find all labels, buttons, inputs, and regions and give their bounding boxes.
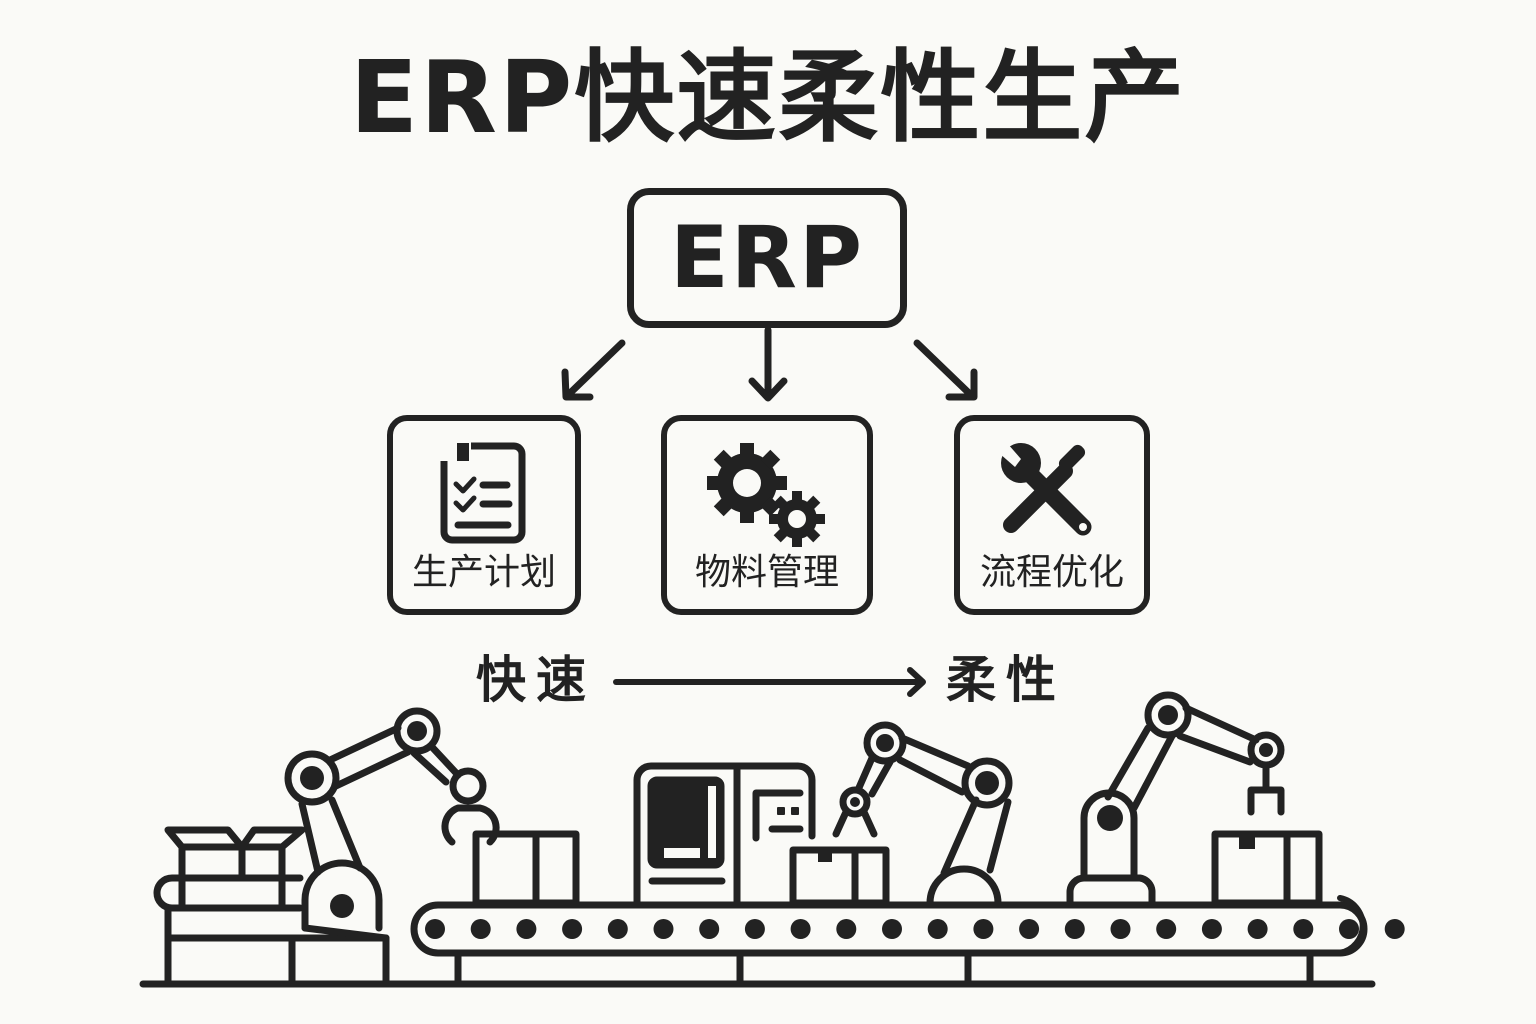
robot-arm-right	[1066, 691, 1285, 909]
robot-arm-middle	[832, 721, 1013, 907]
module-material-management: 物料管理	[661, 415, 873, 615]
roller	[744, 919, 765, 939]
module-process-optimization: 流程优化	[954, 415, 1150, 615]
module-label: 流程优化	[979, 552, 1124, 593]
arrow-to-process-optimization	[913, 339, 978, 401]
roller	[1247, 919, 1268, 939]
joint	[1097, 805, 1123, 831]
box-3	[1211, 830, 1323, 907]
gears-icon	[702, 441, 832, 555]
arrow-to-material-management	[748, 326, 788, 402]
roller	[607, 919, 628, 939]
roller	[1339, 919, 1359, 939]
roller	[699, 919, 720, 939]
joint	[300, 766, 324, 790]
roller	[836, 919, 857, 939]
roller	[882, 919, 902, 939]
module-label: 生产计划	[411, 552, 556, 593]
roller	[790, 919, 811, 939]
roller	[1064, 919, 1085, 939]
checklist-icon	[439, 441, 529, 550]
roller	[1019, 919, 1040, 939]
joint	[975, 771, 999, 795]
wrench-screwdriver-icon	[997, 441, 1107, 550]
roller	[470, 919, 491, 939]
conveyor-rollers	[425, 919, 1405, 939]
joint	[1259, 743, 1273, 757]
box-2	[789, 846, 890, 907]
robot-arm-left	[284, 707, 500, 942]
joint	[1158, 705, 1178, 725]
flow-from-label: 快速	[476, 651, 596, 709]
module-label: 物料管理	[694, 552, 839, 593]
joint	[850, 797, 860, 807]
main-conveyor	[410, 895, 1368, 988]
cnc-machine	[633, 762, 816, 907]
box-1	[472, 830, 580, 907]
roller	[516, 919, 537, 939]
erp-node: ERP	[627, 188, 907, 328]
roller	[1156, 919, 1177, 939]
flow-to-label: 柔性	[946, 651, 1066, 709]
roller	[1293, 919, 1314, 939]
roller	[653, 919, 674, 939]
roller	[973, 919, 994, 939]
joint	[330, 894, 354, 918]
roller	[425, 919, 445, 939]
roller	[1201, 919, 1222, 939]
roller	[1110, 919, 1131, 939]
arrow-to-production-plan	[561, 339, 626, 401]
open-box-icon	[164, 826, 306, 912]
module-production-plan: 生产计划	[387, 415, 581, 615]
left-conveyor	[153, 874, 390, 988]
roller	[927, 919, 948, 939]
page-title: ERP快速柔性生产	[349, 39, 1187, 156]
roller	[1384, 919, 1405, 939]
joint	[407, 721, 427, 741]
joint	[876, 734, 894, 752]
roller	[562, 919, 583, 939]
